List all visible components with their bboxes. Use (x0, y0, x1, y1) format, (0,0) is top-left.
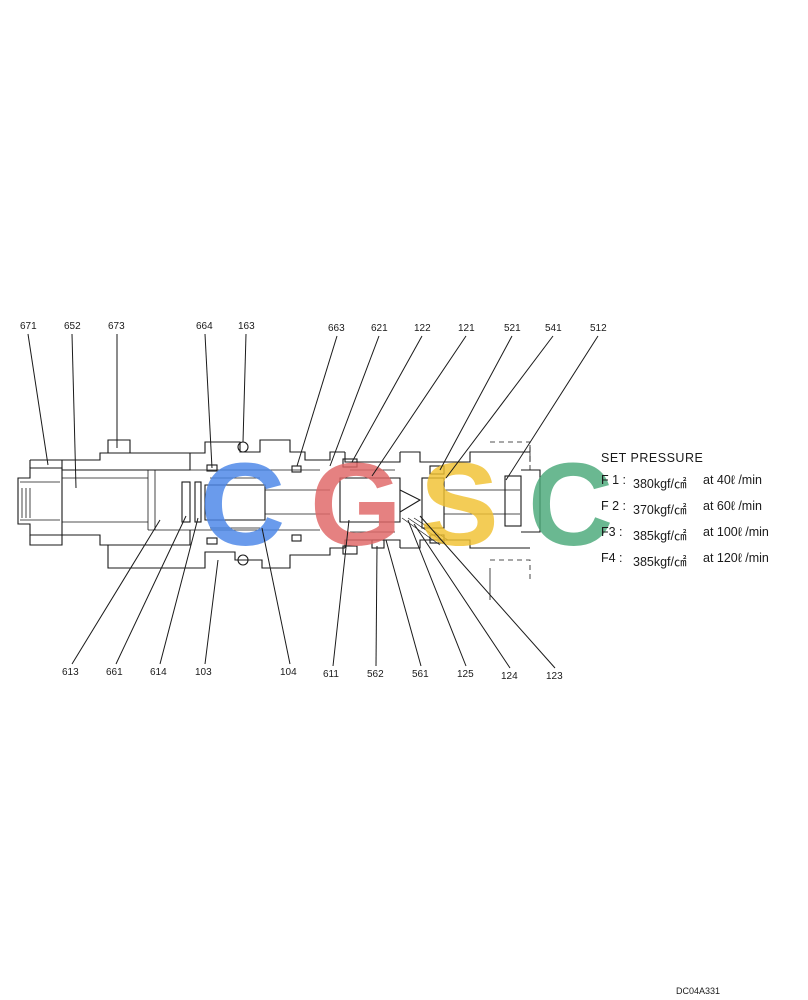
pressure-port: F 2 : (601, 499, 627, 513)
part-label-562: 562 (367, 669, 384, 680)
watermark: C G S C (200, 439, 613, 571)
part-label-652: 652 (64, 321, 81, 332)
pressure-flow: at 120ℓ /min (703, 551, 769, 565)
part-label-125: 125 (457, 669, 474, 680)
part-label-614: 614 (150, 667, 167, 678)
pressure-value: 370kgf/㎠ (633, 503, 687, 517)
part-label-123: 123 (546, 671, 563, 682)
part-label-103: 103 (195, 667, 212, 678)
watermark-letter-4: C (528, 439, 613, 571)
part-label-512: 512 (590, 323, 607, 334)
drawing-code: DC04A331 (676, 986, 721, 996)
set-pressure-title: SET PRESSURE (601, 451, 704, 465)
leader-lines (27, 333, 599, 669)
pressure-row-f3: F3 : 385kgf/㎠ at 100ℓ /min (601, 525, 801, 551)
watermark-letter-2: G (310, 439, 402, 571)
pressure-flow: at 60ℓ /min (703, 499, 762, 513)
pressure-row-f2: F 2 : 370kgf/㎠ at 60ℓ /min (601, 499, 801, 525)
part-label-104: 104 (280, 667, 297, 678)
part-label-613: 613 (62, 667, 79, 678)
part-label-122: 122 (414, 323, 431, 334)
pressure-port: F3 : (601, 525, 623, 539)
part-label-163: 163 (238, 321, 255, 332)
pressure-port: F4 : (601, 551, 623, 565)
part-label-621: 621 (371, 323, 388, 334)
part-label-521: 521 (504, 323, 521, 334)
pressure-value: 385kgf/㎠ (633, 529, 687, 543)
part-label-611: 611 (323, 669, 339, 680)
part-label-673: 673 (108, 321, 125, 332)
valve-body (17, 439, 541, 600)
pressure-value: 385kgf/㎠ (633, 555, 687, 569)
pressure-value: 380kgf/㎠ (633, 477, 687, 491)
watermark-letter-1: C (200, 439, 285, 571)
part-label-124: 124 (501, 671, 518, 682)
set-pressure-table: SET PRESSURE F 1 : 380kgf/㎠ at 40ℓ /min … (601, 451, 801, 577)
pressure-flow: at 40ℓ /min (703, 473, 762, 487)
part-labels: 671 652 673 664 163 663 621 122 121 521 … (20, 321, 607, 682)
part-label-561: 561 (412, 669, 429, 680)
part-label-663: 663 (328, 323, 345, 334)
part-label-121: 121 (458, 323, 475, 334)
pressure-port: F 1 : (601, 473, 627, 487)
part-label-541: 541 (545, 323, 562, 334)
pressure-row-f4: F4 : 385kgf/㎠ at 120ℓ /min (601, 551, 801, 577)
part-label-671: 671 (20, 321, 37, 332)
part-label-661: 661 (106, 667, 123, 678)
pressure-flow: at 100ℓ /min (703, 525, 769, 539)
pressure-row-f1: F 1 : 380kgf/㎠ at 40ℓ /min (601, 473, 801, 499)
part-label-664: 664 (196, 321, 213, 332)
